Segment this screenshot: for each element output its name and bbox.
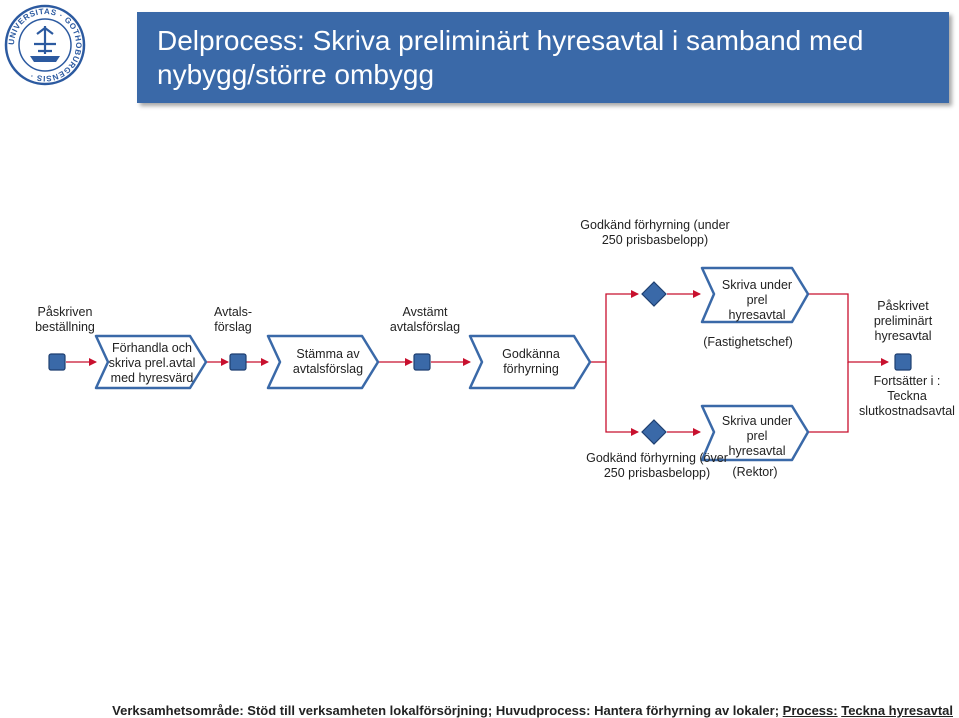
- role-lower-label: (Rektor): [732, 465, 778, 479]
- gateway-under: [641, 281, 667, 307]
- activity-sign-upper: [700, 266, 810, 324]
- activity-reconcile: [266, 334, 380, 390]
- footer-main-value: Hantera förhyrning av lokaler;: [594, 703, 780, 718]
- event-reconciled-label: Avstämt avtalsförslag: [389, 305, 461, 334]
- footer-area-label: Verksamhetsområde:: [112, 703, 244, 718]
- event-end: [894, 353, 912, 371]
- connectors: [66, 290, 889, 436]
- role-upper-label: (Fastighetschef): [703, 335, 793, 349]
- arrow-split-to-upper-gateway: [605, 290, 639, 362]
- continues-label: Fortsätter i : Teckna slutkostnadsavtal: [859, 374, 955, 418]
- footer-area-value: Stöd till verksamheten: [247, 703, 387, 718]
- event-approved-under-label: Godkänd förhyrning (under 250 prisbasbel…: [580, 218, 730, 247]
- activity-sign-lower-label: Skriva under prel hyresavtal: [721, 414, 793, 458]
- footer-process-value: Teckna hyresavtal: [841, 703, 953, 718]
- activity-approve-label: Godkänna förhyrning: [502, 347, 560, 376]
- arrow-upper-sign-to-end: [808, 293, 889, 366]
- page-title: Delprocess: Skriva preliminärt hyresavta…: [137, 12, 949, 103]
- arrow-lower-sign-to-end: [808, 362, 849, 433]
- footer-area-sub: lokalförsörjning;: [389, 703, 493, 718]
- event-reconciled: [413, 353, 431, 371]
- event-proposal: [229, 353, 247, 371]
- footer-main-label: Huvudprocess:: [495, 703, 591, 718]
- footer-breadcrumb: Verksamhetsområde: Stöd till verksamhete…: [0, 703, 953, 718]
- event-start: [48, 353, 66, 371]
- gateway-over: [641, 419, 667, 445]
- arrow-split-to-lower-gateway: [605, 362, 639, 436]
- activity-reconcile-label: Stämma av avtalsförslag: [292, 347, 364, 376]
- activity-sign-lower: [700, 404, 810, 462]
- activity-approve: [468, 334, 592, 390]
- event-end-label: Påskrivet preliminärt hyresavtal: [873, 299, 933, 343]
- footer-process-label: Process:: [782, 703, 838, 718]
- event-approved-over-label: Godkänd förhyrning (över 250 prisbasbelo…: [586, 451, 728, 480]
- activity-negotiate: [94, 334, 208, 390]
- activity-negotiate-label: Förhandla och skriva prel.avtal med hyre…: [108, 341, 196, 385]
- event-proposal-label: Avtals- förslag: [214, 305, 252, 334]
- activity-sign-upper-label: Skriva under prel hyresavtal: [721, 278, 793, 322]
- university-seal-icon: UNIVERSITAS · GOTHOBURGENSIS ·: [4, 4, 86, 86]
- event-start-label: Påskriven beställning: [35, 305, 95, 334]
